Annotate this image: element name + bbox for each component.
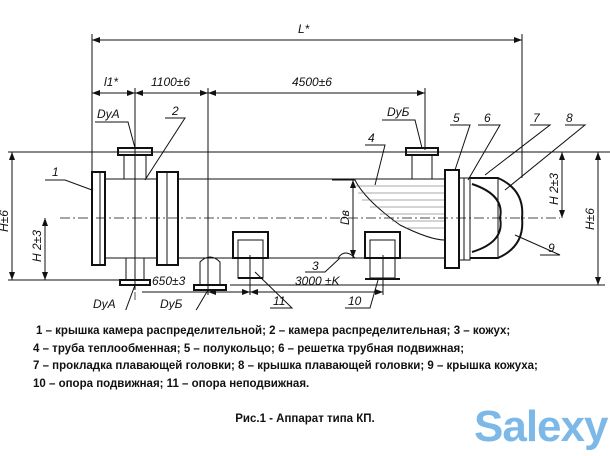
vessel — [91, 147, 524, 291]
figure-caption: Рис.1 - Аппарат типа КП. — [235, 413, 375, 425]
dim-1100: 1100±6 — [151, 75, 190, 89]
extension-lines — [8, 34, 610, 295]
shell-cover — [470, 177, 524, 259]
callout-11: 11 — [273, 294, 285, 308]
dim-h-left: H±6 — [0, 210, 11, 232]
shell-flange — [444, 169, 460, 269]
dim-l1: l1* — [104, 75, 118, 89]
callout-7: 7 — [533, 111, 541, 125]
label-dyb-top: DуБ — [387, 105, 410, 119]
parts-legend: 1 – крышка камера распределительной; 2 –… — [33, 323, 538, 393]
dim-3000: 3000 ±K — [295, 274, 341, 288]
callout-3: 3 — [312, 259, 319, 273]
callout-1: 1 — [52, 165, 59, 179]
distribution-chamber-cover — [91, 171, 106, 266]
floating-head-cover — [471, 183, 502, 253]
dim-h2-left: H 2±3 — [30, 230, 44, 262]
nozzle-dyb-bottom — [199, 256, 221, 285]
nozzle-dyb-top — [411, 154, 433, 180]
dim-650: 650±3 — [152, 274, 186, 288]
watermark-logo: Salexy — [474, 402, 608, 451]
dimension-lines — [9, 37, 601, 295]
fixed-support — [232, 231, 269, 259]
dim-h2-right: H 2±3 — [547, 173, 561, 205]
dim-4500: 4500±6 — [292, 75, 332, 89]
callout-9: 9 — [548, 241, 555, 255]
legend-line: 10 – опора подвижная; 11 – опора неподви… — [33, 377, 310, 390]
shell-plate — [337, 252, 356, 259]
callout-10: 10 — [348, 294, 362, 308]
tube-bundle-cutaway — [332, 179, 446, 241]
callout-8: 8 — [566, 111, 573, 125]
dim-h-right: H±6 — [583, 208, 597, 230]
callout-6: 6 — [484, 111, 491, 125]
legend-line: 4 – труба теплообменная; 5 – полукольцо;… — [33, 342, 465, 355]
label-dyb-bottom: DуБ — [160, 297, 183, 310]
dim-overall-length: L* — [298, 22, 310, 36]
callout-4: 4 — [368, 131, 375, 145]
legend-line: 1 – крышка камера распределительной; 2 –… — [36, 325, 511, 337]
legend-line: 7 – прокладка плавающей головки; 8 – кры… — [33, 360, 538, 372]
movable-support — [364, 231, 401, 259]
heat-exchanger-drawing: L* l1* 1100±6 4500±6 650±3 3000 ±K H±6 H… — [0, 22, 610, 310]
label-dya-bottom: DуА — [93, 297, 116, 310]
callout-5: 5 — [453, 111, 460, 125]
label-dya-top: DуА — [97, 107, 120, 121]
callout-2: 2 — [171, 104, 179, 118]
dim-dv: Dв — [338, 210, 352, 225]
leader-lines — [45, 117, 587, 310]
distribution-chamber — [104, 178, 158, 259]
